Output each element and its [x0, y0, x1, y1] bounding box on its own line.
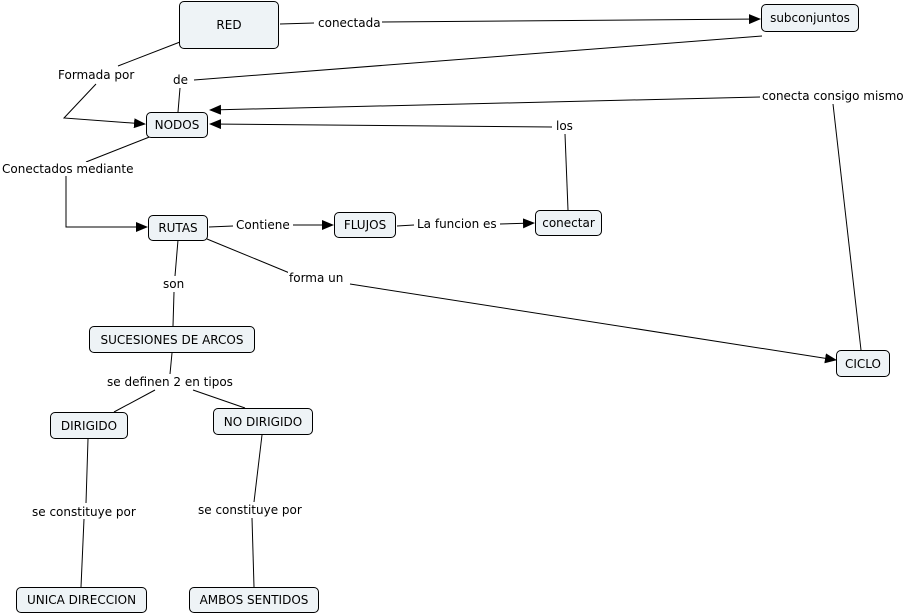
edge-rutas-son	[174, 239, 179, 277]
link-conectada: conectada	[317, 16, 382, 30]
edge-constituye-unica	[80, 518, 85, 588]
node-nodos[interactable]: NODOS	[146, 112, 208, 138]
edge-dirigido-constituye	[85, 438, 89, 504]
edge-sucesiones-definen	[169, 352, 173, 375]
link-se-constituye-por-no-dirigido: se constituye por	[197, 503, 303, 517]
edge-de-nodos	[177, 87, 181, 113]
link-la-funcion-es: La funcion es	[416, 217, 498, 231]
link-se-constituye-por-dirigido: se constituye por	[31, 505, 137, 519]
edge-definen-nodirigido	[192, 389, 246, 409]
edge-nodos-conectados	[85, 135, 153, 163]
edge-funcion-conectar	[499, 218, 535, 229]
edge-ciclo-conecta	[832, 103, 862, 351]
node-red[interactable]: RED	[179, 1, 279, 49]
edge-los-nodos	[209, 119, 553, 130]
link-los: los	[555, 119, 574, 133]
node-flujos[interactable]: FLUJOS	[334, 212, 396, 238]
edge-conectada-subconjuntos	[381, 14, 761, 25]
edge-rutas-contiene	[208, 225, 234, 228]
link-son: son	[162, 277, 186, 291]
node-ciclo[interactable]: CICLO	[836, 350, 890, 377]
link-formada-por: Formada por	[57, 68, 136, 82]
edge-red-formada	[117, 41, 181, 67]
edge-conectar-los	[564, 133, 569, 211]
edge-flujos-funcion	[396, 224, 415, 227]
edge-subconjuntos-de	[193, 35, 763, 81]
edge-formada-nodos	[62, 83, 146, 129]
link-conecta-consigo-mismo: conecta consigo mismo	[761, 89, 905, 103]
edge-constituye-ambos	[251, 517, 255, 588]
link-se-definen-2-en-tipos: se definen 2 en tipos	[106, 375, 234, 389]
link-conectados-mediante: Conectados mediante	[1, 162, 135, 176]
node-subconjuntos[interactable]: subconjuntos	[761, 4, 859, 32]
edge-conectados-rutas	[65, 176, 148, 232]
edge-nodirigido-constituye	[253, 434, 263, 503]
node-no-dirigido[interactable]: NO DIRIGIDO	[213, 408, 313, 435]
link-de: de	[172, 73, 189, 87]
edge-rutas-forma	[206, 238, 293, 275]
edge-definen-dirigido	[113, 389, 156, 413]
node-unica-direccion[interactable]: UNICA DIRECCION	[16, 587, 147, 613]
edge-conecta-nodos	[209, 96, 761, 115]
edge-son-sucesiones	[172, 291, 175, 327]
node-rutas[interactable]: RUTAS	[148, 215, 208, 241]
node-conectar[interactable]: conectar	[535, 210, 602, 236]
node-dirigido[interactable]: DIRIGIDO	[50, 412, 128, 439]
node-ambos-sentidos[interactable]: AMBOS SENTIDOS	[189, 587, 319, 613]
edge-forma-ciclo	[349, 283, 837, 364]
edge-red-conectada	[279, 22, 315, 25]
node-sucesiones-de-arcos[interactable]: SUCESIONES DE ARCOS	[89, 326, 255, 353]
link-forma-un: forma un	[288, 271, 345, 285]
link-contiene: Contiene	[235, 218, 291, 232]
